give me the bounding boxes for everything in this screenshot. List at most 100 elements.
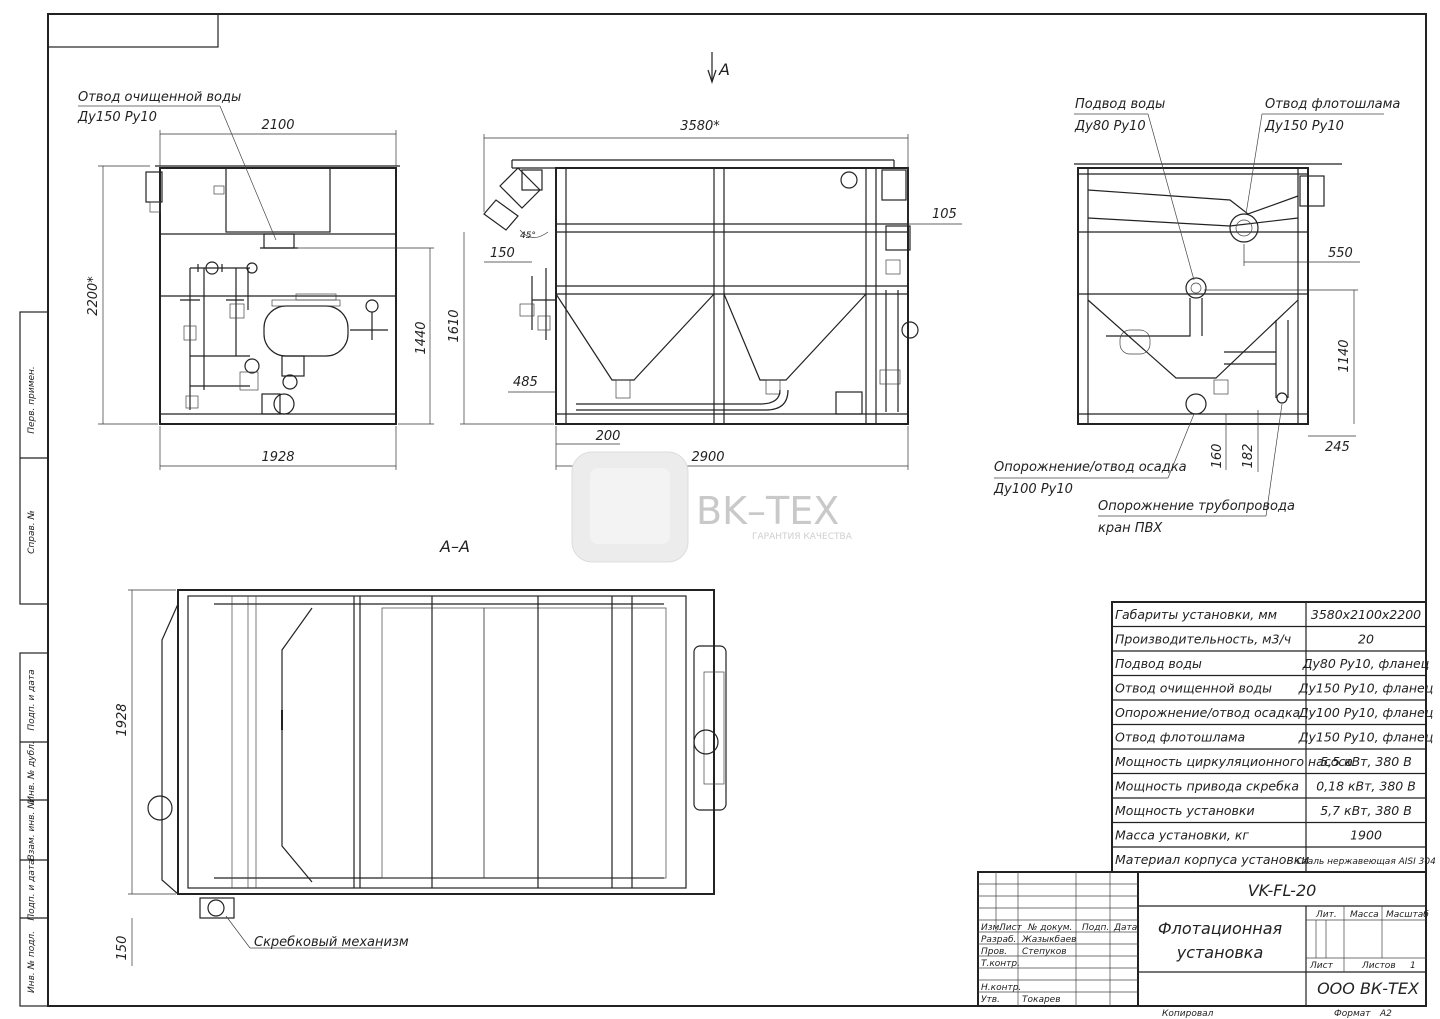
side-label: Подп. и дата — [27, 669, 37, 730]
dim-label: 1440 — [414, 321, 429, 354]
spec-value: 20 — [1358, 632, 1374, 647]
view-marker: A — [707, 52, 730, 84]
tb-col-header: Дата — [1113, 923, 1137, 933]
tb-person: Токарев — [1022, 995, 1061, 1005]
spec-value: Сталь нержавеющая AISI 304 — [1296, 857, 1436, 867]
tb-role: Н.контр. — [981, 983, 1021, 993]
side-label: Подп. и дата — [27, 859, 37, 920]
watermark-brand: BK–TEX — [696, 489, 839, 533]
tb-col-header: Лист — [998, 923, 1023, 933]
tb-format-value: A2 — [1379, 1009, 1392, 1019]
spec-param: Производительность, м3/ч — [1115, 632, 1291, 647]
spec-param: Мощность циркуляционного насоса — [1115, 754, 1353, 769]
spec-value: 3580х2100х2200 — [1311, 607, 1421, 622]
spec-value: Ду100 Ру10, фланец — [1298, 705, 1434, 720]
watermark: BK–TEX ГАРАНТИЯ КАЧЕСТВА — [571, 451, 853, 563]
spec-param: Материал корпуса установки — [1115, 852, 1309, 867]
callout-clean-water: Отвод очищенной воды — [78, 90, 241, 105]
watermark-tagline: ГАРАНТИЯ КАЧЕСТВА — [752, 532, 853, 542]
end-view: 550 1140 245 160 182 Подвод воды Ду80 Ру… — [993, 97, 1400, 536]
tb-role: Разраб. — [981, 935, 1016, 945]
spec-param: Масса установки, кг — [1115, 828, 1249, 843]
tb-lit: Лит. — [1315, 910, 1337, 920]
dim-label: 105 — [932, 207, 957, 222]
spec-value: 1900 — [1350, 828, 1382, 843]
tb-role: Утв. — [981, 995, 1000, 1005]
side-label: Перв. примен. — [27, 366, 37, 434]
dim-label: 1140 — [1337, 339, 1352, 372]
tb-scale: Масштаб — [1386, 910, 1429, 920]
callout-sludge: Отвод флотошлама — [1265, 97, 1400, 112]
dim-label: 485 — [513, 375, 538, 390]
tb-person: Жазыкбаев — [1021, 935, 1076, 945]
tb-role: Пров. — [981, 947, 1007, 957]
callout-water-inlet: Подвод воды — [1075, 97, 1165, 112]
spec-value: 0,18 кВт, 380 В — [1316, 779, 1416, 794]
tb-sheets-value: 1 — [1410, 961, 1416, 971]
callout-sediment-size: Ду100 Ру10 — [993, 482, 1073, 497]
dim-label: 150 — [490, 246, 515, 261]
spec-value: Ду150 Ру10, фланец — [1298, 681, 1434, 696]
tb-role: Т.контр. — [981, 959, 1020, 969]
callout-clean-water-size: Ду150 Ру10 — [77, 110, 157, 125]
side-label: Взам. инв. № — [27, 799, 37, 860]
company: ООО ВК-ТЕХ — [1317, 979, 1420, 998]
spec-value: 5,5 кВт, 380 В — [1320, 754, 1412, 769]
spec-param: Подвод воды — [1115, 656, 1202, 671]
dim-label: 182 — [1241, 444, 1256, 469]
dim-label: 200 — [596, 429, 621, 444]
spec-param: Мощность установки — [1115, 803, 1255, 818]
spec-value: Ду150 Ру10, фланец — [1298, 730, 1434, 745]
dim-label: 245 — [1325, 440, 1350, 455]
tb-mass: Масса — [1350, 910, 1379, 920]
spec-table: Габариты установки, мм 3580х2100х2200Прои… — [1111, 601, 1436, 873]
dim-label: 1928 — [115, 703, 130, 736]
dim-label: 1928 — [261, 450, 294, 465]
spec-param: Опорожнение/отвод осадка — [1115, 705, 1300, 720]
designation: VK-FL-20 — [1248, 881, 1317, 900]
callout-sediment: Опорожнение/отвод осадка — [994, 460, 1187, 475]
drawing-name-line2: установка — [1176, 943, 1264, 962]
view-marker-label: A — [718, 60, 730, 79]
callout-pipeline: Опорожнение трубопровода — [1098, 499, 1295, 514]
front-view: 2100 1928 2200* 1440 Отвод очищенной вод… — [77, 90, 434, 470]
section-label: А–А — [439, 537, 470, 556]
section-view: А–А 1928 150 Скреб — [115, 537, 727, 966]
callout-pipeline-valve: кран ПВХ — [1098, 521, 1163, 536]
spec-param: Отвод флотошлама — [1115, 730, 1245, 745]
tb-col-header: Подп. — [1082, 923, 1109, 933]
tb-sheets: Листов — [1361, 961, 1396, 971]
tb-sheet: Лист — [1309, 961, 1334, 971]
dim-label: 550 — [1328, 246, 1353, 261]
callout-scraper: Скребковый механизм — [254, 935, 409, 950]
spec-param: Мощность привода скребка — [1115, 779, 1299, 794]
spec-param: Отвод очищенной воды — [1115, 681, 1272, 696]
dim-label: 1610 — [447, 309, 462, 342]
spec-value: Ду80 Ру10, фланец — [1302, 656, 1430, 671]
side-label: Справ. № — [27, 510, 37, 554]
dim-label: 3580* — [680, 119, 720, 134]
drawing-name-line1: Флотационная — [1158, 919, 1283, 938]
dim-label: 150 — [115, 936, 130, 961]
side-label: Инв. № дубл. — [27, 741, 37, 803]
tb-col-header: Изм. — [981, 923, 1002, 933]
side-strip: Перв. примен. Справ. № Подп. и дата Инв.… — [19, 311, 49, 1007]
spec-param: Габариты установки, мм — [1115, 607, 1277, 622]
side-view: 45° 3580* 2900 200 1610 105 150 485 — [447, 119, 962, 470]
dim-label: 2900 — [691, 450, 724, 465]
callout-water-inlet-size: Ду80 Ру10 — [1074, 119, 1146, 134]
dim-label: 160 — [1210, 444, 1225, 469]
top-left-stamp — [47, 13, 219, 48]
title-block: Изм. Лист № докум. Подп. Дата Разраб. Жа… — [977, 871, 1429, 1019]
tb-copied: Копировал — [1162, 1009, 1214, 1019]
tb-col-header: № докум. — [1027, 923, 1072, 933]
side-label: Инв. № подл. — [27, 931, 37, 993]
dim-label: 2100 — [261, 118, 294, 133]
dim-label: 2200* — [86, 276, 101, 316]
tb-person: Степуков — [1022, 947, 1067, 957]
tb-format: Формат — [1334, 1009, 1371, 1019]
callout-sludge-size: Ду150 Ру10 — [1264, 119, 1344, 134]
spec-value: 5,7 кВт, 380 В — [1320, 803, 1412, 818]
dim-label: 45° — [520, 231, 536, 241]
